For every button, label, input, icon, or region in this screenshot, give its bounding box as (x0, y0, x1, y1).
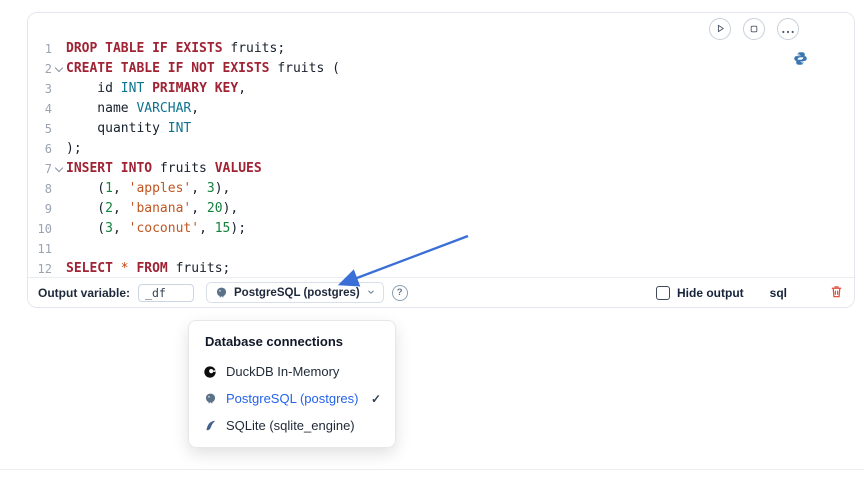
code-line[interactable]: 4 name VARCHAR, (28, 99, 854, 119)
fold-spacer (52, 139, 66, 159)
code-line[interactable]: 10 (3, 'coconut', 15); (28, 219, 854, 239)
check-icon: ✓ (370, 391, 381, 406)
line-number: 4 (44, 102, 52, 116)
fold-spacer (52, 219, 66, 239)
code-line[interactable]: 3 id INT PRIMARY KEY, (28, 79, 854, 99)
hide-output-checkbox[interactable] (656, 285, 670, 300)
postgresql-icon (203, 392, 217, 406)
cell-actions (709, 18, 799, 40)
code-line[interactable]: 9 (2, 'banana', 20), (28, 199, 854, 219)
fold-spacer (52, 199, 66, 219)
sql-cell: 1 DROP TABLE IF EXISTS fruits; 2 CREATE TAB… (27, 12, 855, 308)
fold-spacer (52, 39, 66, 59)
help-icon[interactable]: ? (391, 284, 408, 301)
line-number: 5 (44, 122, 52, 136)
fold-spacer (52, 259, 66, 279)
code-line[interactable]: 11 (28, 239, 854, 259)
fold-spacer (52, 79, 66, 99)
line-number: 10 (37, 222, 52, 236)
code-text: quantity INT (66, 121, 192, 136)
language-badge[interactable]: sql (769, 285, 787, 300)
fold-spacer (52, 179, 66, 199)
postgresql-icon (214, 286, 228, 300)
ellipsis-icon (782, 22, 794, 37)
duckdb-icon (203, 365, 217, 379)
code-text: (1, 'apples', 3), (66, 181, 231, 196)
code-text: ); (66, 141, 82, 156)
fold-chevron-icon[interactable] (52, 59, 66, 79)
line-number: 11 (37, 242, 52, 256)
python-icon[interactable] (793, 51, 808, 66)
cell-menu-button[interactable] (777, 18, 799, 40)
fold-spacer (52, 99, 66, 119)
menu-header: Database connections (205, 334, 343, 349)
line-number: 7 (44, 162, 52, 176)
code-text: (2, 'banana', 20), (66, 201, 239, 216)
menu-item-duckdb-in-memory[interactable]: DuckDB In-Memory (189, 358, 395, 385)
code-text: name VARCHAR, (66, 101, 200, 116)
code-editor[interactable]: 1 DROP TABLE IF EXISTS fruits; 2 CREATE TAB… (28, 39, 854, 279)
code-text: SELECT * FROM fruits; (66, 261, 231, 276)
menu-item-label: SQLite (sqlite_engine) (226, 418, 355, 433)
code-line[interactable]: 2 CREATE TABLE IF NOT EXISTS fruits ( (28, 59, 854, 79)
menu-item-postgresql-postgres-[interactable]: PostgreSQL (postgres) ✓ (189, 385, 395, 412)
delete-cell-button[interactable] (829, 284, 844, 302)
play-icon (715, 22, 726, 37)
output-variable-input[interactable] (138, 283, 195, 302)
page-divider (0, 469, 864, 470)
menu-item-label: DuckDB In-Memory (226, 364, 340, 379)
connection-label: PostgreSQL (postgres) (234, 286, 360, 299)
stop-square-icon (749, 22, 759, 37)
code-line[interactable]: 6); (28, 139, 854, 159)
code-text: CREATE TABLE IF NOT EXISTS fruits ( (66, 61, 340, 76)
line-number: 2 (44, 62, 52, 76)
trash-icon (829, 284, 844, 302)
code-line[interactable]: 5 quantity INT (28, 119, 854, 139)
line-number: 8 (44, 182, 52, 196)
line-number: 6 (44, 142, 52, 156)
chevron-down-icon (366, 285, 376, 300)
code-line[interactable]: 1 DROP TABLE IF EXISTS fruits; (28, 39, 854, 59)
run-cell-button[interactable] (709, 18, 731, 40)
stop-cell-button[interactable] (743, 18, 765, 40)
line-number: 3 (44, 82, 52, 96)
code-line[interactable]: 12 SELECT * FROM fruits; (28, 259, 854, 279)
code-text: DROP TABLE IF EXISTS fruits; (66, 41, 286, 56)
code-text: (3, 'coconut', 15); (66, 221, 247, 236)
code-text: id INT PRIMARY KEY, (66, 81, 247, 96)
hide-output-toggle[interactable]: Hide output (656, 285, 744, 300)
line-number: 9 (44, 202, 52, 216)
sqlite-icon (203, 419, 217, 433)
output-variable-label: Output variable: (38, 285, 131, 300)
menu-item-sqlite-sqlite-engine-[interactable]: SQLite (sqlite_engine) (189, 412, 395, 439)
code-line[interactable]: 8 (1, 'apples', 3), (28, 179, 854, 199)
line-number: 12 (37, 262, 52, 276)
line-number: 1 (44, 42, 52, 56)
code-line[interactable]: 7 INSERT INTO fruits VALUES (28, 159, 854, 179)
fold-spacer (52, 239, 66, 259)
hide-output-label: Hide output (677, 285, 744, 300)
fold-chevron-icon[interactable] (52, 159, 66, 179)
code-text: INSERT INTO fruits VALUES (66, 161, 262, 176)
fold-spacer (52, 119, 66, 139)
menu-item-label: PostgreSQL (postgres) (226, 391, 359, 406)
connection-dropdown-button[interactable]: PostgreSQL (postgres) (206, 282, 384, 303)
cell-footer: Output variable: PostgreSQL (postgres) ?… (28, 277, 854, 307)
